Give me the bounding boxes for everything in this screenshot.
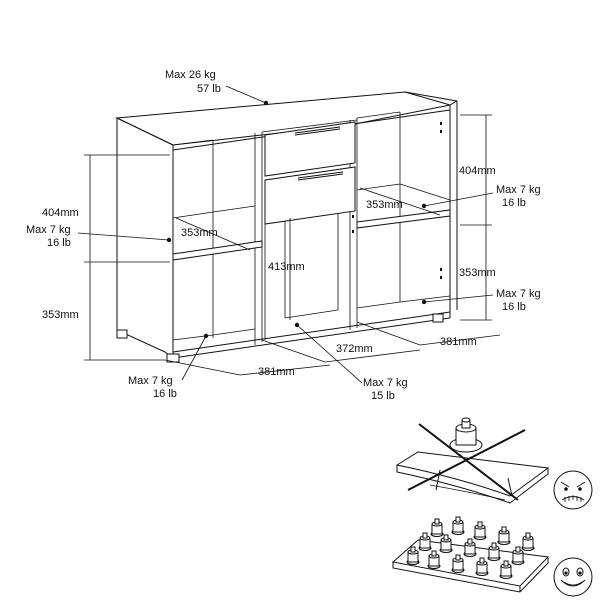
left-shelf-depth-label: 353mm xyxy=(181,227,218,239)
weight-icon xyxy=(418,532,432,551)
bottom-center-load-lb: 15 lb xyxy=(371,390,395,402)
left-upper-load-kg: Max 7 kg xyxy=(26,224,71,236)
right-upper-load-kg: Max 7 kg xyxy=(496,184,541,196)
weight-icon xyxy=(487,542,501,561)
weight-icon xyxy=(406,546,420,565)
correct-load-illustration xyxy=(391,516,593,597)
heavy-weight-icon xyxy=(449,417,483,453)
angry-face-icon xyxy=(553,470,593,510)
width-center-label: 372mm xyxy=(336,343,373,355)
dimension-lines xyxy=(84,114,501,376)
bottom-left-load-kg: Max 7 kg xyxy=(128,375,173,387)
foot-right xyxy=(432,313,444,323)
weight-icon xyxy=(451,554,465,573)
sideboard-cabinet xyxy=(115,91,458,363)
bottom-left-load-lb: 16 lb xyxy=(153,388,177,400)
weight-icon xyxy=(430,518,444,537)
labels: Max 26 kg 57 lb 404mm 353mm Max 7 kg 16 … xyxy=(26,69,541,402)
top-load-lb: 57 lb xyxy=(197,83,221,95)
weight-icon xyxy=(451,516,465,535)
weight-icon xyxy=(427,550,441,569)
bottom-center-load-kg: Max 7 kg xyxy=(363,377,408,389)
right-lower-load-lb: 16 lb xyxy=(502,301,526,313)
right-upper-height-label: 404mm xyxy=(459,165,496,177)
weight-icon xyxy=(475,557,489,576)
drawer-lower xyxy=(264,166,356,225)
right-lower-height-label: 353mm xyxy=(459,267,496,279)
weight-icon xyxy=(463,538,477,557)
right-upper-load-lb: 16 lb xyxy=(502,197,526,209)
cross-mark-icon xyxy=(418,423,519,501)
happy-face-icon xyxy=(553,557,593,597)
drawer-upper xyxy=(264,121,356,177)
small-weights-icon xyxy=(406,516,535,579)
center-compartment xyxy=(261,118,358,340)
weight-icon xyxy=(511,546,525,565)
right-lower-load-kg: Max 7 kg xyxy=(496,288,541,300)
weight-icon xyxy=(521,532,535,551)
weight-icon xyxy=(497,526,511,545)
width-right-label: 381mm xyxy=(440,336,477,348)
center-height-label: 413mm xyxy=(268,261,305,273)
left-lower-height-label: 353mm xyxy=(42,309,79,321)
weight-icon xyxy=(473,521,487,540)
top-load-kg: Max 26 kg xyxy=(165,69,216,81)
weight-icon xyxy=(439,534,453,553)
foot-left xyxy=(116,329,128,339)
weight-icon xyxy=(499,560,513,579)
incorrect-load-illustration xyxy=(395,417,593,510)
left-upper-load-lb: 16 lb xyxy=(47,237,71,249)
right-shelf-depth-label: 353mm xyxy=(366,199,403,211)
leader-lines xyxy=(77,85,494,384)
width-left-label: 381mm xyxy=(258,366,295,378)
left-upper-height-label: 404mm xyxy=(42,207,79,219)
